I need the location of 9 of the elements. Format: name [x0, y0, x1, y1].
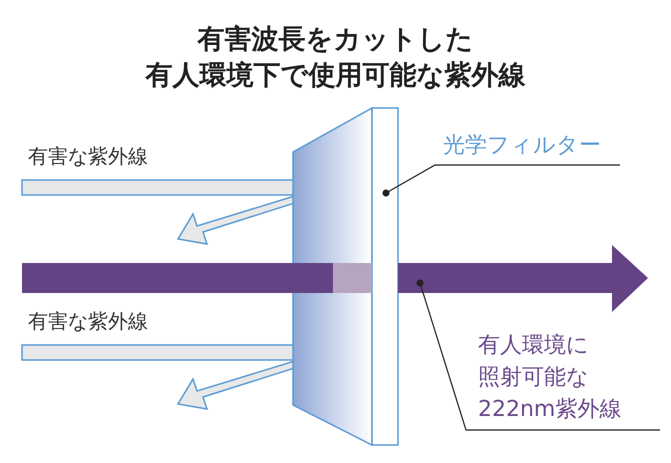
ray-label: 有害な紫外線 — [28, 308, 148, 335]
leader-line — [416, 280, 660, 431]
ray-label: 有害な紫外線 — [28, 143, 148, 170]
filter-label: 光学フィルター — [443, 130, 601, 162]
light-beam-arrow — [22, 245, 648, 312]
title: 有害波長をカットした有人環境下で使用可能な紫外線 — [144, 23, 526, 93]
optical-filter-drawing — [292, 106, 399, 446]
transmitted-light-label: 有人環境に照射可能な222nm紫外線 — [478, 330, 622, 426]
leader-line — [382, 164, 620, 196]
